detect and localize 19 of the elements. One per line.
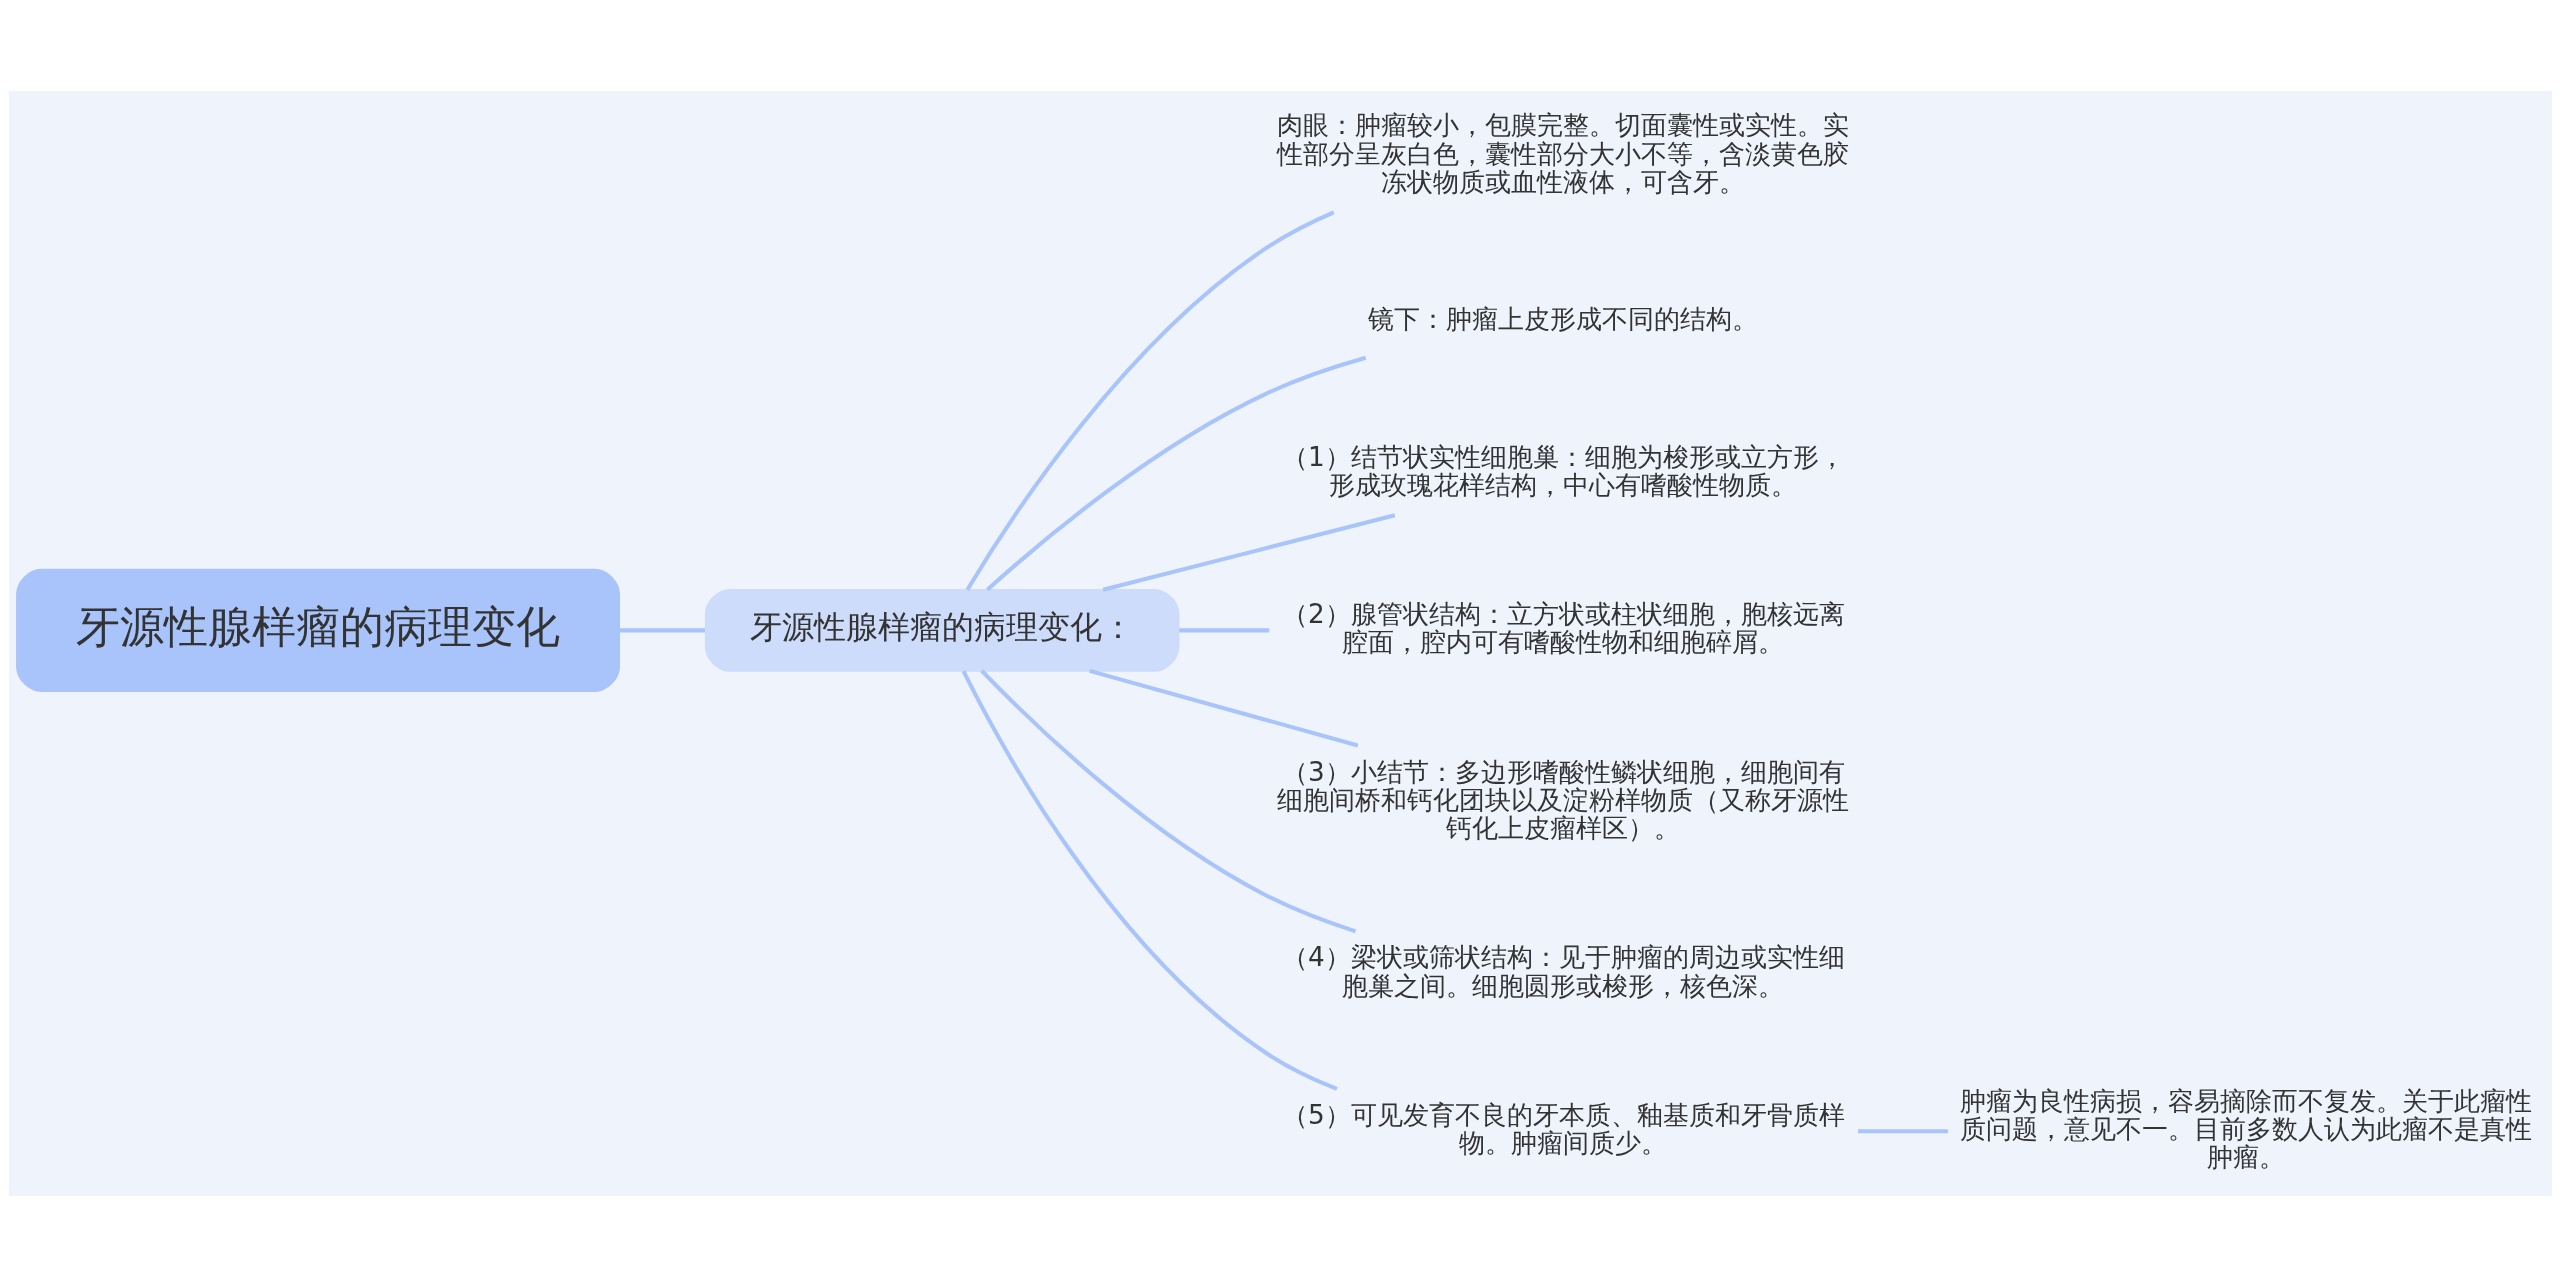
connector bbox=[1178, 628, 1269, 633]
connector bbox=[1102, 513, 1395, 592]
connector bbox=[1857, 1129, 1948, 1134]
node-text: 肿瘤为良性病损，容易摘除而不复发。关于此瘤性质问题，意见不一。目前多数人认为此瘤不是真性肿瘤。 bbox=[1959, 1085, 2532, 1173]
node-text: 镜下：肿瘤上皮形成不同的结构。 bbox=[1367, 304, 1758, 335]
connector bbox=[979, 669, 1356, 934]
node-box: 牙源性腺样瘤的病理变化： bbox=[704, 588, 1179, 672]
node-text: （3）小结节：多边形嗜酸性鳞状细胞，细胞间有细胞间桥和钙化团块以及淀粉样物质（又称牙源性钙化上皮瘤样区）。 bbox=[1276, 756, 1849, 844]
connector bbox=[1088, 668, 1358, 748]
node-text: （5）可见发育不良的牙本质、釉基质和牙骨质样物。肿瘤间质少。 bbox=[1281, 1100, 1845, 1159]
node-box: 牙源性腺样瘤的病理变化 bbox=[15, 568, 620, 692]
node-text: （1）结节状实性细胞巢：细胞为梭形或立方形，形成玫瑰花样结构，中心有嗜酸性物质。 bbox=[1281, 441, 1845, 500]
connector bbox=[961, 670, 1338, 1091]
node-text: （2）腺管状结构：立方状或柱状细胞，胞核远离腔面，腔内可有嗜酸性物和细胞碎屑。 bbox=[1281, 599, 1845, 658]
connector bbox=[618, 628, 705, 633]
connector bbox=[965, 210, 1335, 591]
node-text: （4）梁状或筛状结构：见于肿瘤的周边或实性细胞巢之间。细胞圆形或梭形，核色深。 bbox=[1281, 942, 1845, 1001]
node-text: 肉眼：肿瘤较小，包膜完整。切面囊性或实性。实性部分呈灰白色，囊性部分大小不等，含淡黄色胶冻状物质或血性液体，可含牙。 bbox=[1276, 110, 1849, 197]
connector bbox=[985, 355, 1366, 592]
